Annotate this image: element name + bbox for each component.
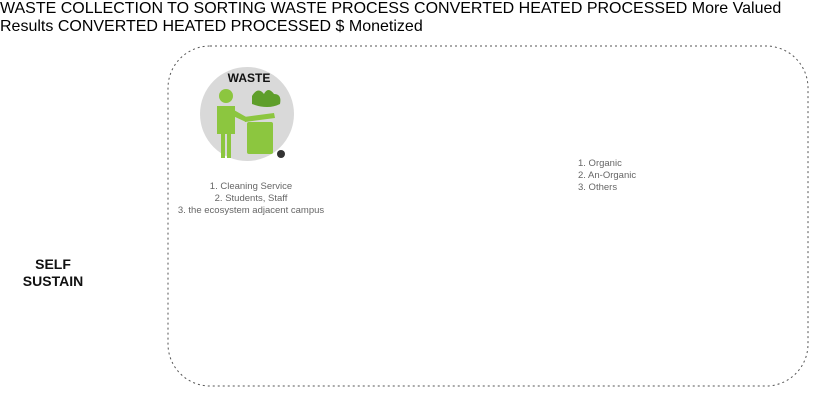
sorting-sign-label: TO SORTING [167, 0, 267, 17]
sorting-category-item: 1. Organic [578, 158, 622, 169]
collection-circle: WASTE COLLECTION [0, 0, 167, 17]
monetized-stage: $ Monetized [336, 18, 423, 35]
waste-source-item: 1. Cleaning Service [209, 181, 293, 192]
sorting-circle: TO SORTING [167, 0, 270, 17]
valued-results-stage: More Valued Results CONVERTED HEATED PRO… [0, 0, 781, 35]
results-step-converted: CONVERTED [57, 18, 158, 35]
sorting-category-item: 3. Others [578, 182, 618, 193]
flow-arrow-1: WASTE COLLECTION TO SORTING [0, 0, 781, 289]
self-sustain-label: SELF SUSTAIN [14, 256, 92, 290]
results-title-box: More Valued Results CONVERTED HEATED PRO… [0, 0, 781, 35]
waste-process-stage: WASTE PROCESS CONVERTED HEATED PROCESSED [271, 0, 692, 17]
flame-icon: CONVERTED HEATED PROCESSED [414, 0, 692, 17]
results-title: More Valued Results [0, 0, 782, 35]
dollar-tile: $ Monetized [336, 18, 423, 35]
sorting-sign: TO SORTING [167, 0, 270, 17]
self-sustain-line2: SUSTAIN [22, 273, 84, 289]
process-step-converted: CONVERTED [414, 0, 515, 17]
monetized-frame: $ Monetized [336, 18, 423, 35]
sorting-category-item: 2. An-Organic [578, 170, 637, 181]
waste-sources-list: 1. Cleaning Service 2. Students, Staff 3… [176, 181, 326, 217]
process-step-processed: PROCESSED [586, 0, 688, 17]
process-title: WASTE PROCESS [270, 0, 410, 17]
flow-arrow-5: $ Monetized 1. Cleaning Service 2. Stude… [23, 18, 636, 289]
flow-arrow-3: WASTE PROCESS CONVERTED HEATED PROCESSED… [0, 0, 781, 289]
collection-title-line2: COLLECTION [60, 0, 163, 17]
results-circle: More Valued Results CONVERTED HEATED PRO… [0, 0, 781, 35]
collection-title-line1: WASTE [0, 0, 57, 17]
process-boundary [167, 45, 809, 387]
results-factory-icon: CONVERTED HEATED PROCESSED [58, 18, 336, 35]
person-throwing-trash-icon [217, 89, 285, 158]
self-sustain-line1: SELF [35, 256, 71, 272]
sorting-stage: TO SORTING [167, 0, 270, 17]
waste-title: WASTE [228, 71, 271, 85]
process-circle: WASTE PROCESS CONVERTED HEATED PROCESSED [271, 0, 692, 17]
flow-arrow-2: TO SORTING WASTE PROCESS [0, 0, 781, 289]
process-step-heated: HEATED [518, 0, 583, 17]
waste-source-item: 3. the ecosystem adjacent campus [177, 205, 325, 216]
waste-source-item: 2. Students, Staff [214, 193, 288, 204]
results-flame-icon: CONVERTED HEATED PROCESSED [58, 18, 336, 35]
monetized-label-box: Monetized [349, 18, 423, 35]
results-step-processed: PROCESSED [230, 18, 332, 35]
dollar-icon: $ [335, 18, 345, 35]
flow-arrow-4: More Valued Results CONVERTED HEATED PRO… [0, 0, 781, 289]
waste-stage: WASTE [200, 67, 294, 161]
sorting-categories-list: 1. Organic 2. An-Organic 3. Others [564, 158, 654, 194]
monetized-label: Monetized [348, 18, 423, 35]
results-step-heated: HEATED [162, 18, 227, 35]
waste-collection-stage: WASTE COLLECTION [0, 0, 167, 17]
